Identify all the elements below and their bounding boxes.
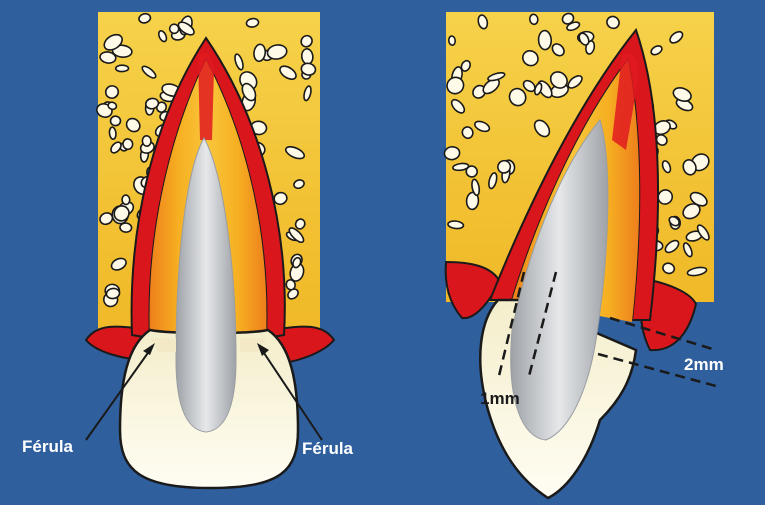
bone-pore <box>116 65 129 72</box>
bone-pore <box>142 136 151 147</box>
bone-pore <box>110 116 121 126</box>
measure-label-1mm: 1mm <box>480 389 520 408</box>
bone-pore <box>538 30 552 50</box>
bone-pore <box>529 14 538 25</box>
bone-pore <box>109 127 117 140</box>
ferrule-label-right: Férula <box>302 439 354 458</box>
right-tooth: 1mm 2mm <box>444 11 724 498</box>
bone-pore <box>122 138 133 150</box>
left-tooth: Férula Férula <box>22 12 354 488</box>
bone-pore <box>122 195 130 205</box>
bone-pore <box>448 36 455 46</box>
ferrule-label-left: Férula <box>22 437 74 456</box>
measure-label-2mm: 2mm <box>684 355 724 374</box>
